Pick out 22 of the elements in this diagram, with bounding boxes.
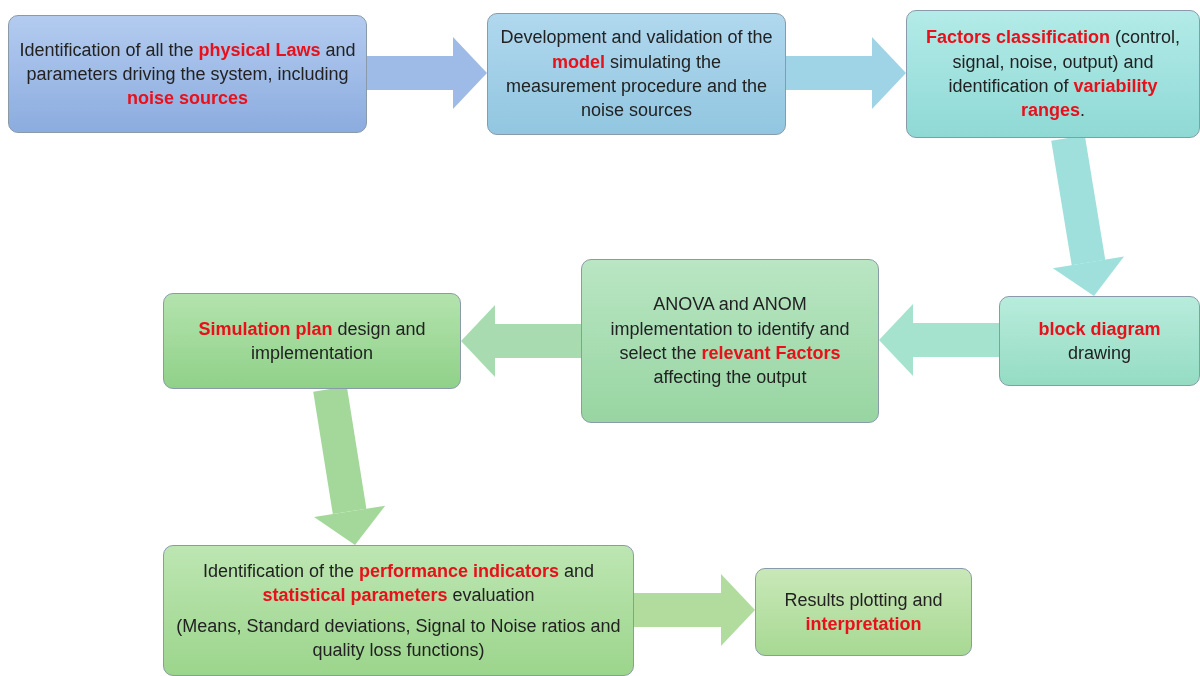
process-box (8, 15, 367, 133)
step-text: block diagram drawing (1037, 317, 1162, 365)
step-text: Identification of all the physical Laws and parameters driving the system, including noise sources (19, 38, 356, 111)
step-text: Factors classification (control, signal, noise, output) and identification of variability ranges. (924, 26, 1182, 123)
step-text: Simulation plan design and implementation (197, 317, 427, 365)
process-box (755, 568, 972, 656)
step-text: Development and validation of the model simulating the measurement procedure and the noise sources (499, 26, 774, 123)
process-box (487, 13, 786, 135)
block-arrow (879, 304, 999, 376)
step-text: ANOVA and ANOM implementation to identify and select the relevant Factors affecting the output (609, 293, 851, 390)
process-box (906, 10, 1200, 138)
block-arrow (786, 37, 906, 109)
process-box (999, 296, 1200, 386)
block-arrow (367, 37, 487, 109)
block-arrow (634, 574, 755, 646)
step-text: (Means, Standard deviations, Signal to Noise ratios and quality loss functions) (175, 614, 622, 662)
step-text: Identification of the performance indicators and statistical parameters evaluation (201, 559, 596, 608)
process-box (581, 259, 879, 423)
block-arrow (461, 305, 581, 377)
process-box (163, 293, 461, 389)
process-box (163, 545, 634, 676)
step-text: Results plotting and interpretation (783, 588, 944, 636)
